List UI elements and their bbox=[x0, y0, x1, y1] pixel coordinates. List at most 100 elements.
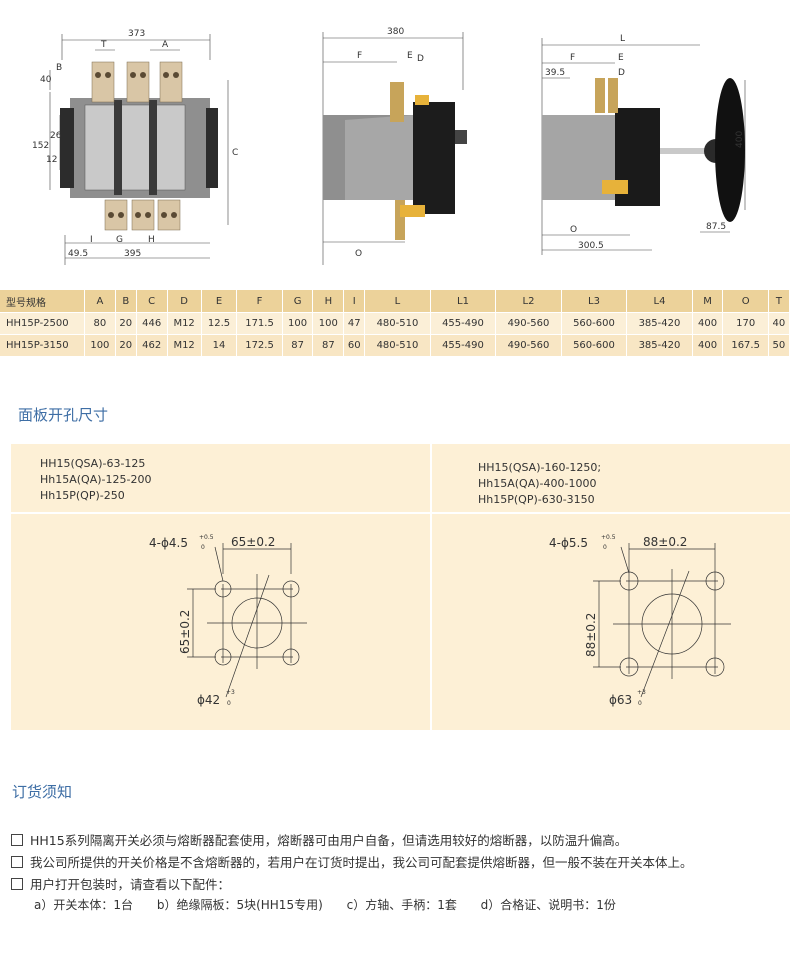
divider bbox=[11, 512, 790, 514]
table-cell: 12.5 bbox=[201, 312, 238, 335]
order-note-text: 我公司所提供的开关价格是不含熔断器的，若用户在订货时提出，我公司可配套提供熔断器… bbox=[30, 855, 693, 870]
right-holes-tol-bot: 0 bbox=[603, 544, 607, 551]
dim-C: C bbox=[232, 148, 238, 158]
table-header: F bbox=[236, 290, 283, 313]
side-dim-F: F bbox=[357, 51, 362, 61]
table-cell: 400 bbox=[692, 312, 724, 335]
cutout-section-title: 面板开孔尺寸 bbox=[18, 406, 109, 424]
order-note-text: 用户打开包装时，请查看以下配件： bbox=[30, 877, 231, 892]
table-cell: 20 bbox=[115, 334, 137, 357]
table-cell: M12 bbox=[167, 312, 202, 335]
table-cell: 490-560 bbox=[495, 334, 562, 357]
right-dim-D: D bbox=[618, 68, 625, 78]
right-dim-87-5: 87.5 bbox=[706, 222, 726, 232]
order-note: HH15系列隔离开关必须与熔断器配套使用，熔断器可由用户自备，但请选用较好的熔断… bbox=[11, 830, 627, 849]
dim-395: 395 bbox=[124, 249, 141, 259]
side-dim-E: E bbox=[407, 51, 413, 61]
table-cell: 50 bbox=[768, 334, 790, 357]
model-name: Hh15A(QA)-400-1000 bbox=[478, 477, 597, 490]
table-header: L3 bbox=[561, 290, 628, 313]
table-cell: HH15P-3150 bbox=[0, 334, 85, 357]
left-spacing-h: 65±0.2 bbox=[231, 535, 275, 549]
table-cell: 100 bbox=[84, 334, 116, 357]
dim-26: 26 bbox=[50, 131, 62, 141]
left-holes-label: 4-ϕ4.5 bbox=[149, 536, 188, 550]
table-header: L2 bbox=[495, 290, 562, 313]
left-holes-tol-bot: 0 bbox=[201, 544, 205, 551]
right-holes-tol-top: +0.5 bbox=[601, 534, 616, 541]
table-cell: 87 bbox=[282, 334, 314, 357]
table-cell: 80 bbox=[84, 312, 116, 335]
side-dim-O: O bbox=[355, 249, 362, 259]
table-header: T bbox=[768, 290, 790, 313]
spec-table: 型号规格 A B C D E F G H I L L1 L2 L3 L4 M O… bbox=[0, 290, 790, 357]
left-cutout-drawing: 4-ϕ4.5 +0.5 0 65±0.2 65±0.2 ϕ42 +3 0 bbox=[149, 534, 307, 707]
dim-A: A bbox=[162, 40, 169, 50]
accessory-item: d）合格证、说明书：1份 bbox=[480, 898, 616, 912]
right-view-drawing: L F E 39.5 D 400 O 87.5 300.5 bbox=[541, 34, 746, 255]
table-cell: 172.5 bbox=[236, 334, 283, 357]
table-cell: 385-420 bbox=[626, 334, 693, 357]
table-cell: HH15P-2500 bbox=[0, 312, 85, 335]
table-cell: 490-560 bbox=[495, 312, 562, 335]
dim-40: 40 bbox=[40, 75, 52, 85]
checkbox-icon bbox=[11, 834, 23, 846]
order-note-text: HH15系列隔离开关必须与熔断器配套使用，熔断器可由用户自备，但请选用较好的熔断… bbox=[30, 833, 628, 848]
left-center-tol-bot: 0 bbox=[227, 700, 231, 707]
table-cell: 480-510 bbox=[364, 334, 431, 357]
table-cell: 385-420 bbox=[626, 312, 693, 335]
accessory-list: a）开关本体：1台 b）绝缘隔板：5块(HH15专用) c）方轴、手柄：1套 d… bbox=[34, 896, 636, 913]
dim-152: 152 bbox=[32, 141, 49, 151]
table-header: E bbox=[201, 290, 238, 313]
table-row: HH15P-3150 100 20 462 M12 14 172.5 87 87… bbox=[0, 334, 790, 357]
table-cell: 100 bbox=[282, 312, 314, 335]
model-name: Hh15A(QA)-125-200 bbox=[40, 473, 152, 486]
cutout-panel: HH15(QSA)-63-125 Hh15A(QA)-125-200 Hh15P… bbox=[11, 444, 790, 730]
model-name: Hh15P(QP)-630-3150 bbox=[478, 493, 595, 506]
left-center-tol-top: +3 bbox=[226, 689, 235, 696]
table-header: O bbox=[722, 290, 769, 313]
dim-373: 373 bbox=[128, 29, 145, 39]
right-dim-F: F bbox=[570, 53, 575, 63]
accessory-item: a）开关本体：1台 bbox=[34, 898, 133, 912]
model-name: HH15(QSA)-160-1250; bbox=[478, 461, 602, 474]
dim-T: T bbox=[100, 40, 107, 50]
right-dim-300-5: 300.5 bbox=[578, 241, 604, 251]
right-spacing-v: 88±0.2 bbox=[584, 613, 598, 657]
left-holes-tol-top: +0.5 bbox=[199, 534, 214, 541]
table-header: G bbox=[282, 290, 314, 313]
table-header: L bbox=[364, 290, 431, 313]
dim-G: G bbox=[116, 235, 123, 245]
table-cell: 455-490 bbox=[430, 312, 497, 335]
right-center-tol-bot: 0 bbox=[638, 700, 642, 707]
right-model-list: HH15(QSA)-160-1250; Hh15A(QA)-400-1000 H… bbox=[478, 460, 601, 508]
right-dim-39-5: 39.5 bbox=[545, 68, 565, 78]
table-cell: 400 bbox=[692, 334, 724, 357]
table-cell: 560-600 bbox=[561, 334, 628, 357]
dim-I: I bbox=[90, 235, 93, 245]
table-cell: 171.5 bbox=[236, 312, 283, 335]
table-cell: 167.5 bbox=[722, 334, 769, 357]
right-holes-label: 4-ϕ5.5 bbox=[549, 536, 588, 550]
dim-49-5: 49.5 bbox=[68, 249, 88, 259]
table-cell: 480-510 bbox=[364, 312, 431, 335]
table-header-row: 型号规格 A B C D E F G H I L L1 L2 L3 L4 M O… bbox=[0, 290, 790, 313]
order-section-title: 订货须知 bbox=[12, 783, 73, 801]
right-center-label: ϕ63 bbox=[609, 693, 632, 707]
side-view-drawing: 380 F E D O bbox=[322, 27, 467, 265]
right-cutout-drawing: 4-ϕ5.5 +0.5 0 88±0.2 88±0.2 ϕ63 +3 0 bbox=[549, 534, 731, 707]
left-model-list: HH15(QSA)-63-125 Hh15A(QA)-125-200 Hh15P… bbox=[40, 456, 151, 504]
table-cell: 560-600 bbox=[561, 312, 628, 335]
table-row: HH15P-2500 80 20 446 M12 12.5 171.5 100 … bbox=[0, 312, 790, 335]
right-dim-L: L bbox=[620, 34, 625, 44]
table-header: C bbox=[136, 290, 168, 313]
table-cell: 455-490 bbox=[430, 334, 497, 357]
table-cell: 87 bbox=[312, 334, 345, 357]
table-cell: M12 bbox=[167, 334, 202, 357]
table-cell: 462 bbox=[136, 334, 168, 357]
table-cell: 14 bbox=[201, 334, 238, 357]
right-center-tol-top: +3 bbox=[637, 689, 646, 696]
order-note: 我公司所提供的开关价格是不含熔断器的，若用户在订货时提出，我公司可配套提供熔断器… bbox=[11, 852, 693, 871]
model-name: HH15(QSA)-63-125 bbox=[40, 457, 146, 470]
table-header: I bbox=[343, 290, 366, 313]
